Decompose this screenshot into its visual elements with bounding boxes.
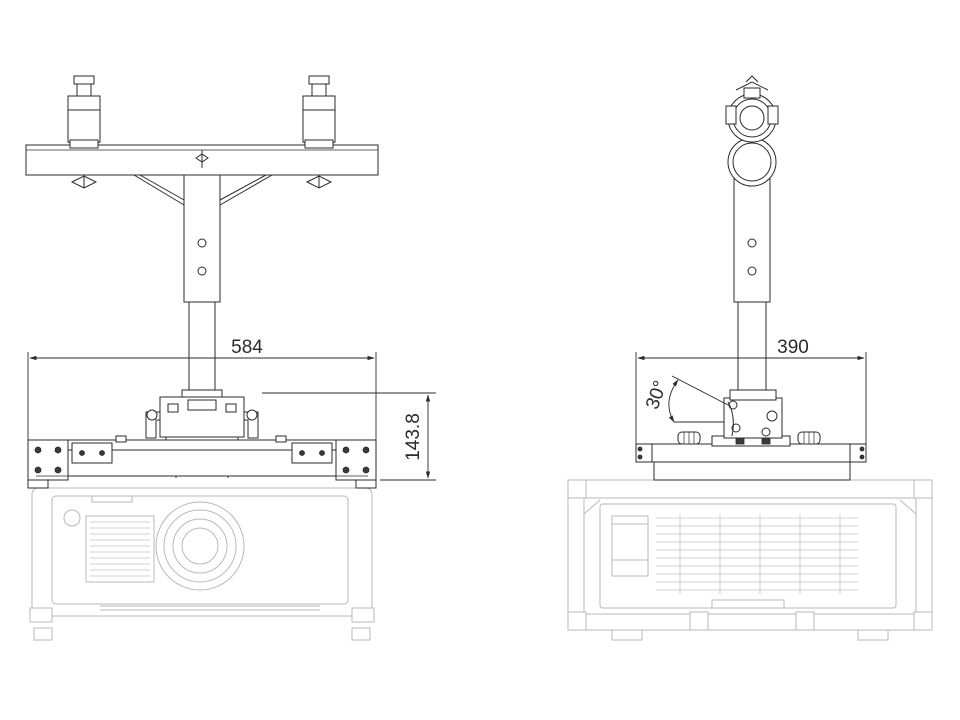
front-telescopic-pole (183, 174, 221, 391)
side-view: 390 30° (567, 75, 933, 641)
lens-icon (155, 501, 245, 591)
dimension-front-width: 584 (27, 337, 377, 440)
knob-icon (797, 431, 821, 445)
front-mount-plate (27, 435, 377, 489)
side-mount-plate (635, 431, 867, 481)
side-projector-outline (567, 479, 933, 641)
side-vent-grille (656, 514, 858, 594)
front-clamp-right (302, 75, 336, 189)
knob-icon (677, 431, 701, 445)
dimension-label-143-8: 143.8 (403, 413, 424, 461)
side-mount-head (711, 389, 791, 447)
front-clamp-left (67, 75, 101, 189)
front-view: 584 143.8 (25, 75, 436, 641)
side-telescopic-pole (733, 174, 771, 391)
dimension-side-width: 390 (635, 337, 867, 444)
dimension-front-height: 143.8 (262, 392, 436, 481)
front-projector-outline (29, 487, 375, 641)
dimension-label-584: 584 (231, 337, 263, 358)
dimension-label-30-deg: 30° (642, 378, 672, 412)
side-truss-clamp (725, 75, 779, 187)
dimension-label-390: 390 (777, 337, 809, 358)
dimension-side-angle: 30° (642, 375, 731, 423)
front-vent-grille (90, 521, 150, 577)
front-truss-bar (25, 144, 379, 206)
